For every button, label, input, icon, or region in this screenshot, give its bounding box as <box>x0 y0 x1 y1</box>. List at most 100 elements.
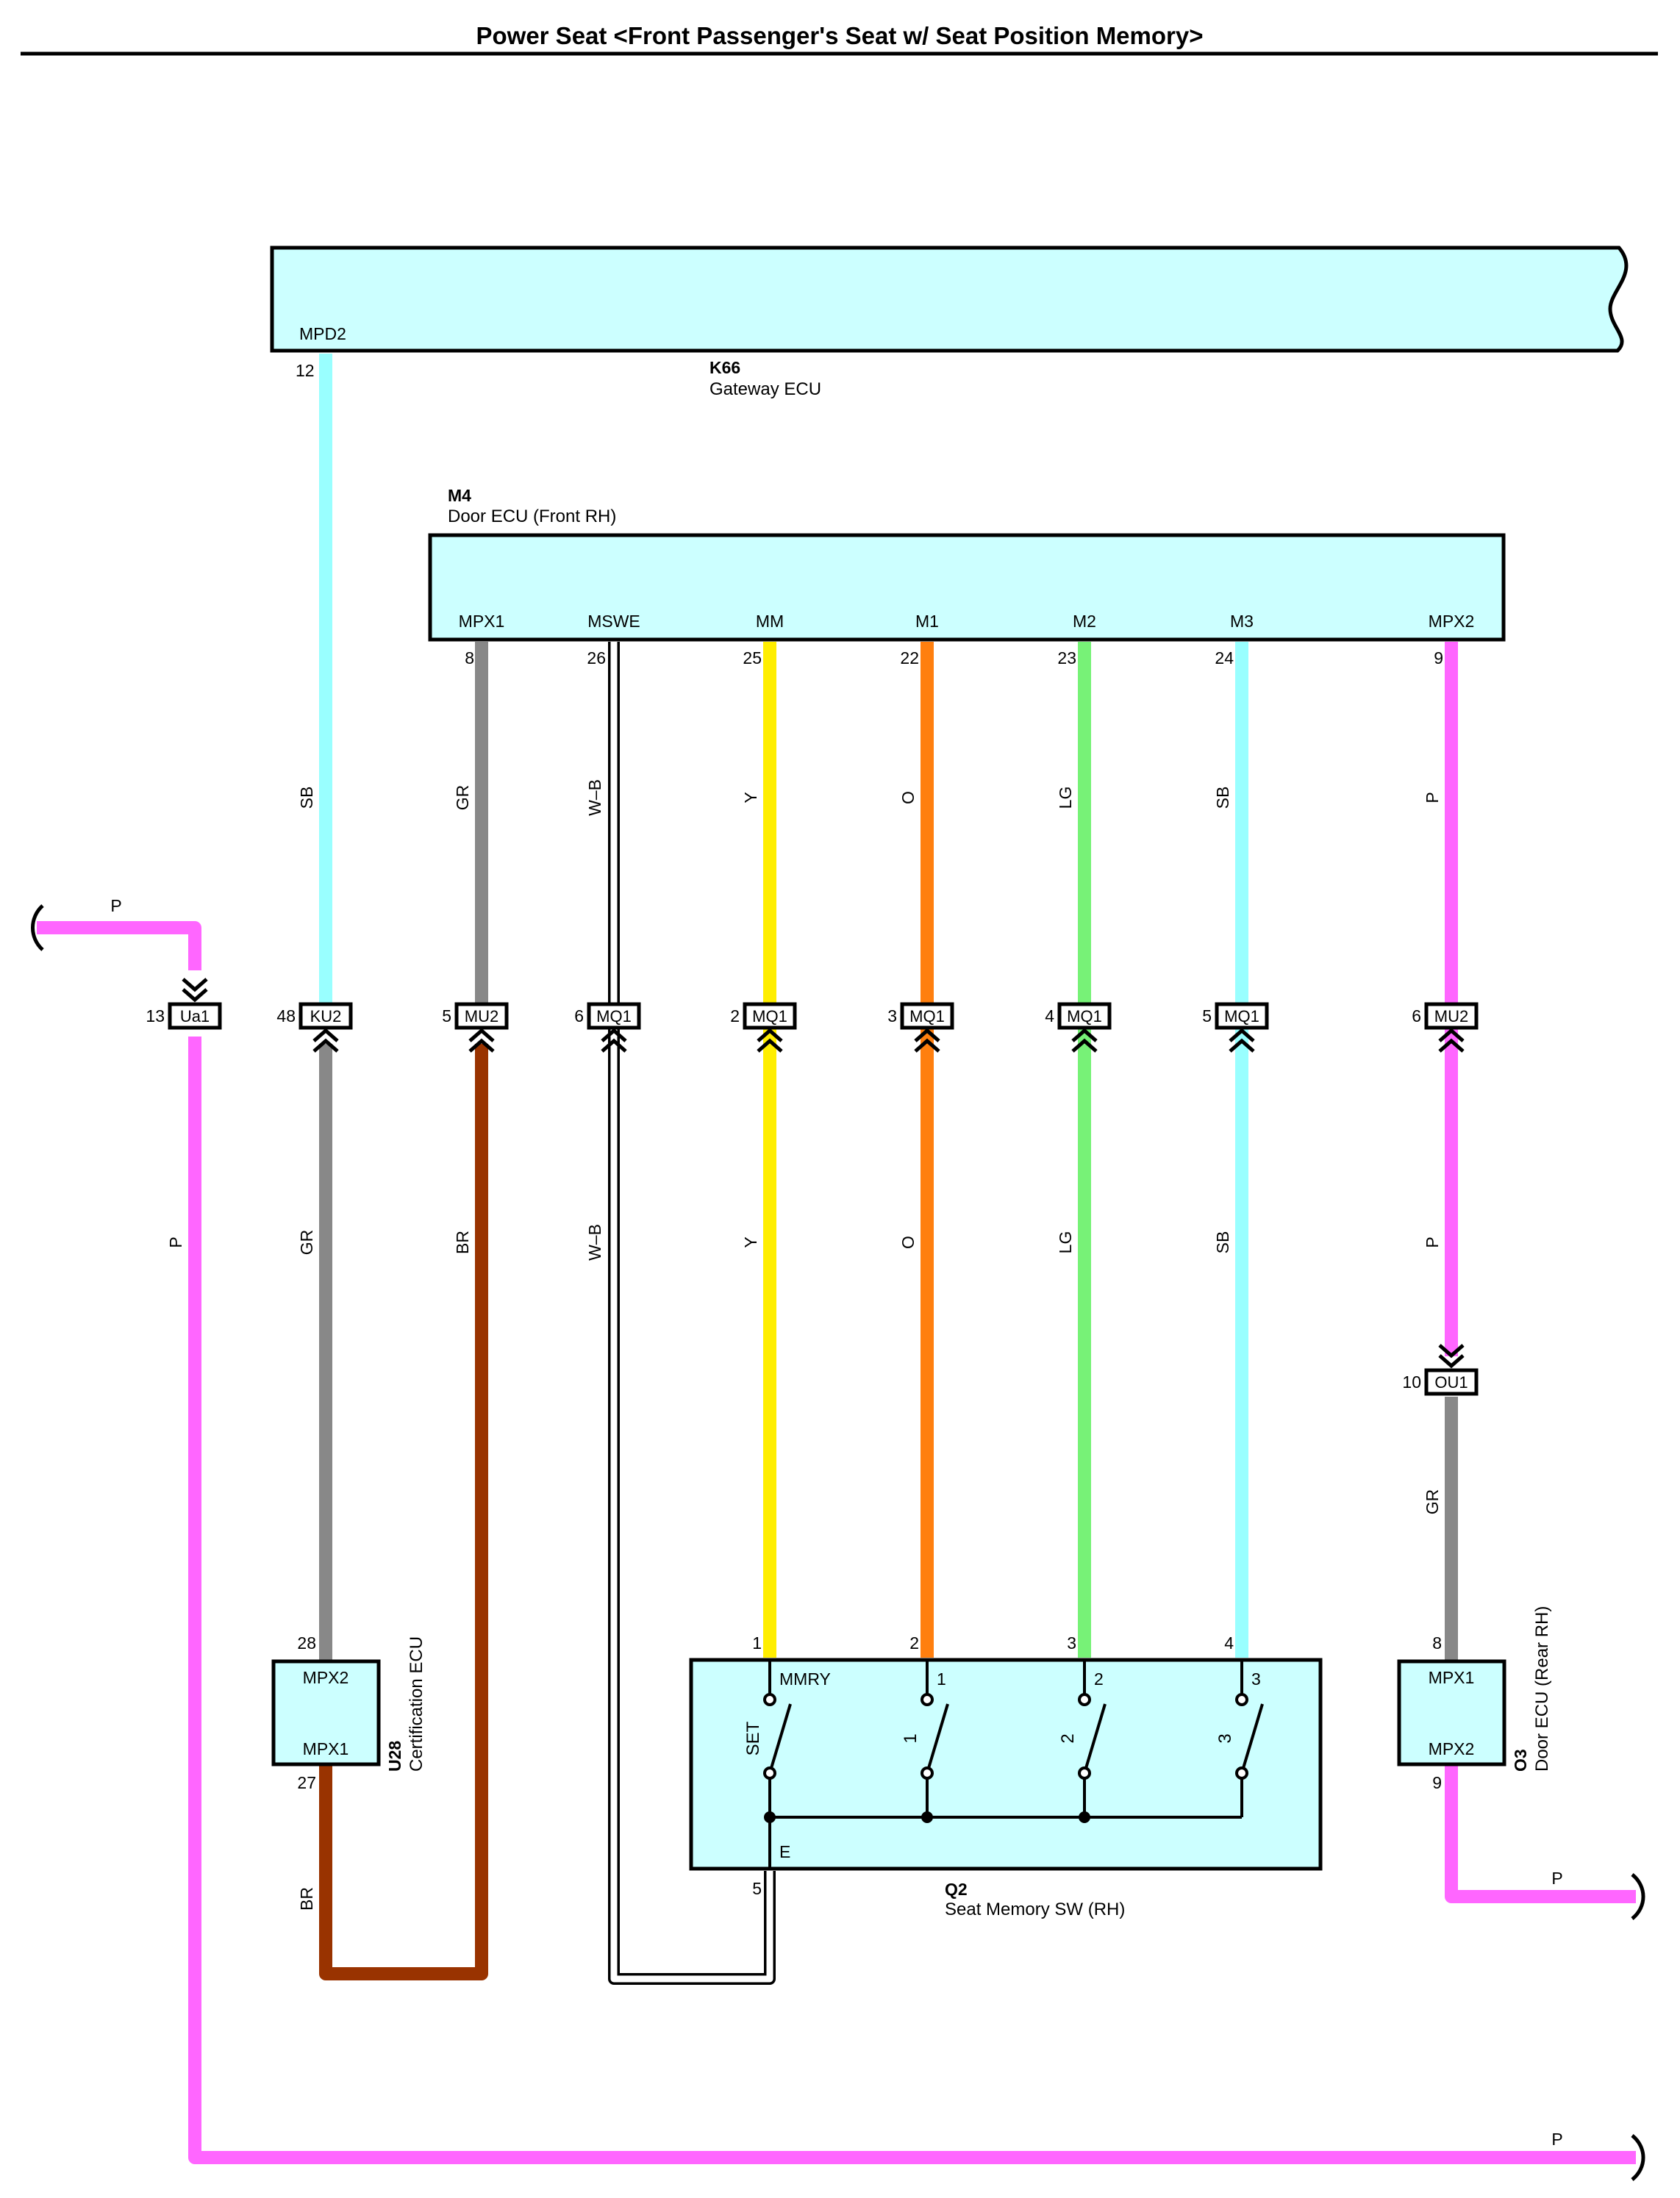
connector-name: Ua1 <box>180 1007 210 1025</box>
certification-ecu-code: U28 <box>385 1741 404 1772</box>
connector-chevron-down-stroke <box>1438 1344 1465 1358</box>
wire-label-top-p: P <box>1423 792 1442 803</box>
connector-mq1-3: MQ1 3 <box>887 1002 954 1053</box>
connector-name: MU2 <box>465 1007 498 1025</box>
connector-box <box>587 1002 641 1030</box>
door-ecu-front-name: Door ECU (Front RH) <box>448 506 616 526</box>
gateway-ecu-pin-number: 12 <box>296 361 315 380</box>
door-ecu-front-pin-mm: MM <box>756 612 784 631</box>
connector-name: MQ1 <box>596 1007 632 1025</box>
connector-pin-number: 5 <box>1202 1006 1212 1025</box>
certification-ecu-name: Certification ECU <box>407 1636 426 1772</box>
wire-label-mid-o: O <box>898 1236 918 1249</box>
door-ecu-front-pin-m1: M1 <box>915 612 939 631</box>
junction-dot-set <box>764 1811 776 1823</box>
gateway-ecu-pin-name: MPD2 <box>299 324 346 343</box>
connector-name: MQ1 <box>1067 1007 1102 1025</box>
seat-memory-pin-name-2: 2 <box>1094 1669 1104 1689</box>
wire-break-right-lower <box>1631 2134 1645 2181</box>
switch-terminal-2-bottom <box>1078 1766 1091 1780</box>
connector-chevron-down-stroke <box>182 978 208 992</box>
seat-memory-switch: 1 2 3 4 MMRY 1 2 3 <box>689 1633 1323 1919</box>
seat-memory-pin-mmry: MMRY <box>779 1669 831 1689</box>
connector-chevron-up-stroke <box>757 1028 783 1042</box>
connector-chevron-up-stroke <box>914 1038 940 1053</box>
door-ecu-rear-code: O3 <box>1511 1749 1530 1772</box>
wire-label-top-sb2: SB <box>1213 787 1232 809</box>
door-ecu-rear-pin-no-bottom: 9 <box>1432 1773 1442 1792</box>
door-ecu-rear-pin-no-top: 8 <box>1432 1633 1442 1653</box>
switch-terminal-set-bottom <box>763 1766 776 1780</box>
wire-label-p-right-lower: P <box>1551 2130 1562 2149</box>
connector-mu2-6: MU2 6 <box>1412 1002 1479 1053</box>
connector-chevron-down <box>182 978 208 1003</box>
junction-dot-1 <box>921 1811 933 1823</box>
wire-p-rear-out <box>1445 1766 1636 1903</box>
door-ecu-front-pin-mswe: MSWE <box>587 612 640 631</box>
connector-pin-number: 48 <box>276 1006 296 1025</box>
wire-label-mid-gr: GR <box>297 1230 316 1256</box>
door-ecu-front-rh: M4 Door ECU (Front RH) MPX1 MSWE MM M1 M… <box>428 486 1506 667</box>
door-ecu-front-pin-no-26: 26 <box>587 648 606 667</box>
seat-memory-ground-pin-no: 5 <box>752 1879 762 1898</box>
switch-blade-2 <box>1083 1703 1107 1774</box>
switch-junctions <box>764 1811 1090 1823</box>
door-ecu-front-pin-no-24: 24 <box>1215 648 1234 667</box>
door-ecu-front-pin-no-22: 22 <box>900 648 919 667</box>
door-ecu-front-pin-no-25: 25 <box>743 648 762 667</box>
connector-chevron-up-stroke <box>1438 1038 1465 1053</box>
connector-chevron-up-stroke <box>757 1038 783 1053</box>
seat-memory-pin-no-2: 2 <box>909 1633 919 1653</box>
connector-pin-number: 6 <box>1412 1006 1421 1025</box>
switch-label-3: 3 <box>1215 1733 1235 1743</box>
connector-chevron-up-stroke <box>1071 1038 1098 1053</box>
connector-chevron-up-stroke <box>1071 1028 1098 1042</box>
switch-terminal-2-top <box>1078 1693 1091 1706</box>
switch-terminal-1-bottom <box>921 1766 934 1780</box>
connector-name: MU2 <box>1434 1007 1468 1025</box>
seat-memory-switch-body <box>689 1658 1323 1871</box>
gateway-ecu-code: K66 <box>709 358 740 377</box>
wire-p-bottom <box>188 1037 1636 2164</box>
wire-breaks <box>31 904 1645 2181</box>
connector-chevron-up-stroke <box>312 1028 339 1042</box>
connector-chevron-up-stroke <box>914 1028 940 1042</box>
connector-chevron-up-stroke <box>1229 1038 1255 1053</box>
wire-label-mid-br: BR <box>453 1231 472 1254</box>
certification-ecu-pin-bottom: MPX1 <box>303 1739 349 1758</box>
door-ecu-front-pin-m2: M2 <box>1073 612 1096 631</box>
gateway-ecu-body <box>270 246 1629 353</box>
switch-terminal-3-bottom <box>1235 1766 1248 1780</box>
connector-box <box>168 1002 222 1030</box>
wire-p-left-in <box>37 921 201 970</box>
connector-chevron-up-stroke <box>601 1028 627 1042</box>
wire-label-top-sb: SB <box>297 787 316 809</box>
wire-label-mid-p: P <box>166 1236 185 1247</box>
door-ecu-front-body <box>428 533 1506 642</box>
gateway-ecu-name: Gateway ECU <box>709 379 821 399</box>
connector-box <box>1424 1368 1479 1396</box>
door-ecu-front-pin-no-8: 8 <box>465 648 474 667</box>
connector-box <box>1215 1002 1269 1030</box>
connector-name: MQ1 <box>909 1007 945 1025</box>
door-ecu-rear-rh: 8 MPX1 MPX2 9 O3 Door ECU (Rear RH) <box>1397 1606 1552 1792</box>
door-ecu-rear-pin-bottom: MPX2 <box>1429 1739 1475 1758</box>
connector-box <box>454 1002 509 1030</box>
certification-ecu-body <box>271 1659 381 1766</box>
connector-box <box>1057 1002 1112 1030</box>
junction-dot-2 <box>1079 1811 1090 1823</box>
connector-pin-number: 3 <box>887 1006 897 1025</box>
connector-chevron-up-stroke <box>1438 1028 1465 1042</box>
wire-wb-fill <box>610 642 773 1983</box>
seat-memory-pin-no-1: 1 <box>752 1633 762 1653</box>
switch-terminal-1-top <box>921 1693 934 1706</box>
door-ecu-front-pin-mpx1: MPX1 <box>459 612 505 631</box>
door-ecu-front-pin-no-23: 23 <box>1057 648 1076 667</box>
door-ecu-front-pin-mpx2: MPX2 <box>1429 612 1475 631</box>
seat-memory-code: Q2 <box>945 1880 968 1899</box>
